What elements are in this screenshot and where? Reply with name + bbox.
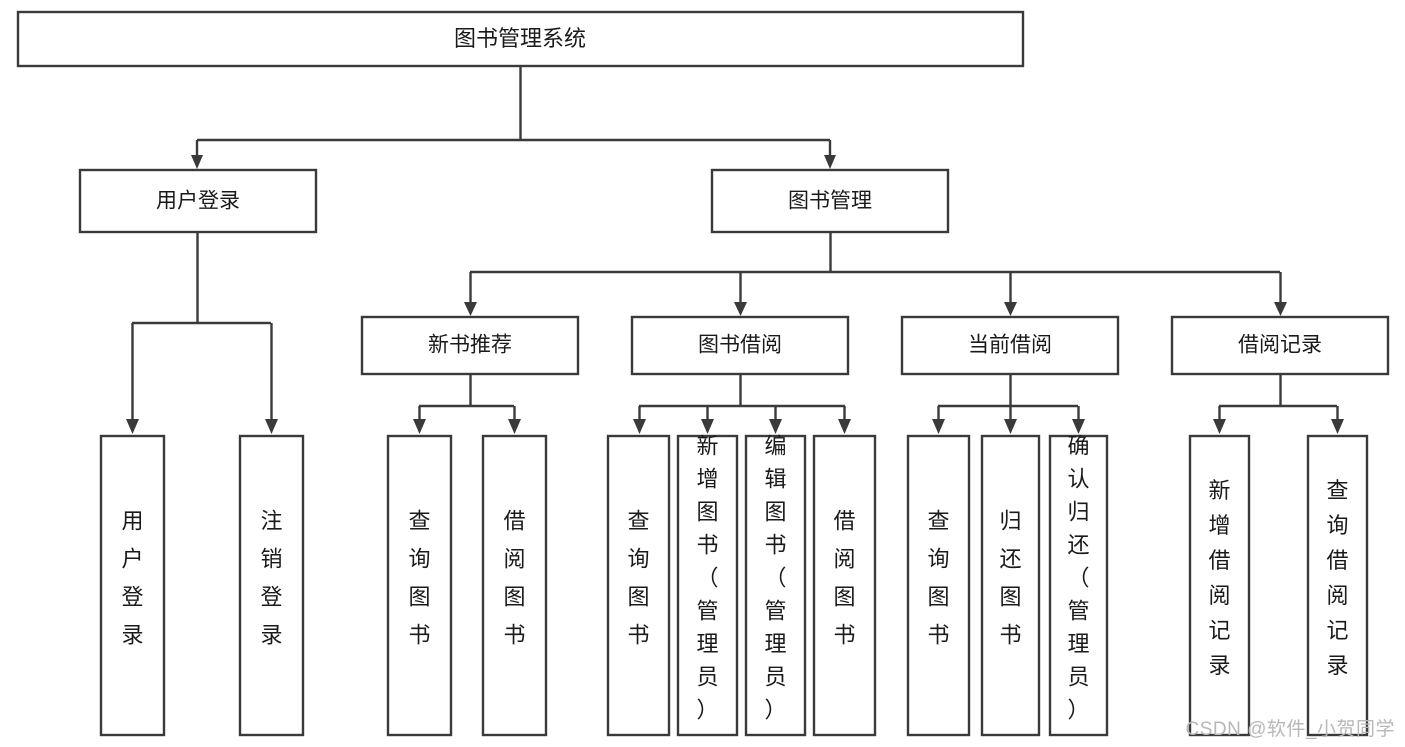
arrowhead-leaf-user-login (126, 419, 139, 434)
leaf-node-box[interactable] (906, 434, 971, 737)
arrowhead-book-mgmt (824, 155, 836, 169)
arrowhead-book-borrow (734, 302, 747, 316)
leaf-node-label: 新增借阅记录 (1208, 478, 1230, 678)
node-root[interactable]: 图书管理系统 (16, 10, 1025, 68)
leaf-node-box[interactable] (481, 434, 548, 737)
node-book-borrow[interactable]: 图书借阅 (630, 315, 850, 376)
connector-group-borrow-record (1213, 374, 1344, 434)
node-current-borrow-label: 当前借阅 (968, 334, 1052, 357)
arrowhead-new-book-rec (464, 302, 477, 316)
arrowhead-br-leaf2 (1331, 419, 1344, 434)
arrowhead-user-login (191, 155, 203, 169)
arrowhead-current-borrow (1004, 302, 1017, 316)
arrowhead-bb-leaf2 (701, 419, 714, 434)
connector-group-book-borrow (633, 374, 851, 434)
node-user-login-label: 用户登录 (156, 190, 240, 213)
node-borrow-record-box[interactable] (1170, 315, 1390, 376)
leaf-node-box[interactable] (1048, 434, 1109, 737)
node-book-management-box[interactable] (710, 168, 950, 234)
node-new-book-recommend-label: 新书推荐 (428, 334, 512, 357)
leaf-node[interactable]: 查询借阅记录 (1306, 434, 1369, 737)
arrowhead-borrow-record (1274, 302, 1287, 316)
vertical-paren-glyph: ） (764, 698, 786, 723)
leaf-node-box[interactable] (238, 434, 305, 737)
leaf-node[interactable]: 新增借阅记录 (1188, 434, 1251, 737)
node-user-login-box[interactable] (78, 168, 318, 234)
leaf-node-box[interactable] (386, 434, 453, 737)
leaf-node[interactable]: 用户登录 (99, 434, 166, 737)
leaf-node[interactable]: 查询图书 (606, 434, 671, 737)
leaf-node-layer: 用户登录 注销登录 查询图书 借阅图书 查询图书 新增图书（管理员） 编辑图书（管理员） 借阅… (99, 434, 1369, 737)
leaf-node-box[interactable] (812, 434, 877, 737)
leaf-node-box[interactable] (676, 434, 739, 737)
connector-group-current-borrow (932, 374, 1085, 434)
connector-group-book-mgmt (464, 232, 1287, 316)
leaf-node[interactable]: 编辑图书（管理员） (744, 434, 807, 737)
node-borrow-record-label: 借阅记录 (1238, 334, 1322, 357)
node-current-borrow-box[interactable] (900, 315, 1120, 376)
connector-group-new-book-rec (413, 374, 521, 434)
leaf-node-box[interactable] (1306, 434, 1369, 737)
vertical-paren-glyph: ） (696, 698, 718, 723)
leaf-node-label: 确认归还（管理员） (1067, 434, 1089, 723)
leaf-node[interactable]: 借阅图书 (481, 434, 548, 737)
node-book-borrow-box[interactable] (630, 315, 850, 376)
leaf-node[interactable]: 确认归还（管理员） (1048, 434, 1109, 737)
arrowhead-bb-leaf4 (838, 419, 851, 434)
leaf-node-box[interactable] (980, 434, 1041, 737)
leaf-node-label: 借阅图书 (503, 509, 525, 648)
arrowhead-nbr-leaf2 (508, 419, 521, 434)
node-user-login[interactable]: 用户登录 (78, 168, 318, 234)
leaf-node-label: 查询图书 (408, 509, 430, 648)
arrowhead-leaf-logout (265, 419, 278, 434)
connector-group-root (191, 66, 836, 169)
vertical-paren-glyph: （ (764, 566, 786, 591)
leaf-node-box[interactable] (99, 434, 166, 737)
leaf-node-label: 归还图书 (999, 509, 1021, 648)
leaf-node[interactable]: 查询图书 (906, 434, 971, 737)
leaf-node-label: 借阅图书 (833, 509, 855, 648)
arrowhead-nbr-leaf1 (413, 419, 426, 434)
vertical-paren-glyph: ） (1067, 698, 1089, 723)
arrowhead-bb-leaf3 (769, 419, 782, 434)
leaf-node-label: 查询图书 (627, 509, 649, 648)
connector-group-user-login (126, 232, 278, 434)
leaf-node-label: 用户登录 (121, 509, 143, 648)
node-book-management[interactable]: 图书管理 (710, 168, 950, 234)
leaf-node[interactable]: 查询图书 (386, 434, 453, 737)
arrowhead-cb-leaf2 (1004, 419, 1017, 434)
node-book-borrow-label: 图书借阅 (698, 334, 782, 357)
arrowhead-cb-leaf3 (1072, 419, 1085, 434)
node-root-box[interactable] (16, 10, 1025, 68)
node-new-book-recommend-box[interactable] (360, 315, 580, 376)
leaf-node-label: 查询图书 (927, 509, 949, 648)
node-borrow-record[interactable]: 借阅记录 (1170, 315, 1390, 376)
leaf-node-label: 新增图书（管理员） (696, 434, 718, 723)
node-book-management-label: 图书管理 (788, 190, 872, 213)
leaf-node-label: 查询借阅记录 (1326, 478, 1348, 678)
leaf-node[interactable]: 归还图书 (980, 434, 1041, 737)
leaf-node[interactable]: 借阅图书 (812, 434, 877, 737)
node-root-label: 图书管理系统 (454, 26, 586, 51)
leaf-node-box[interactable] (744, 434, 807, 737)
leaf-node[interactable]: 新增图书（管理员） (676, 434, 739, 737)
leaf-node-box[interactable] (606, 434, 671, 737)
arrowhead-br-leaf1 (1213, 419, 1226, 434)
leaf-node[interactable]: 注销登录 (238, 434, 305, 737)
arrowhead-cb-leaf1 (932, 419, 945, 434)
vertical-paren-glyph: （ (696, 566, 718, 591)
vertical-paren-glyph: （ (1067, 566, 1089, 591)
leaf-node-label: 编辑图书（管理员） (764, 434, 786, 723)
arrowhead-bb-leaf1 (633, 419, 646, 434)
node-new-book-recommend[interactable]: 新书推荐 (360, 315, 580, 376)
leaf-node-label: 注销登录 (260, 509, 282, 648)
leaf-node-box[interactable] (1188, 434, 1251, 737)
node-current-borrow[interactable]: 当前借阅 (900, 315, 1120, 376)
